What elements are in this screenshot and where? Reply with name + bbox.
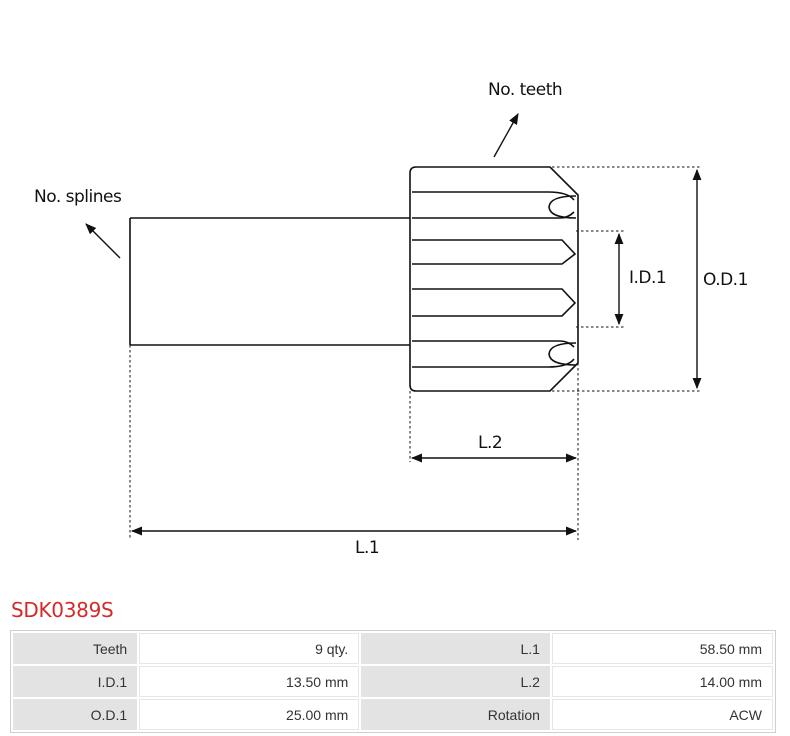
shaft [129, 217, 410, 346]
id-label: I.D.1 [629, 268, 667, 288]
od-label: O.D.1 [703, 270, 748, 290]
spec-value: 13.50 mm [139, 666, 360, 697]
gear-head [409, 166, 579, 392]
spec-label: L.2 [361, 666, 550, 697]
spec-value: 58.50 mm [551, 633, 773, 664]
teeth-pointer-arrow [493, 113, 519, 158]
splines-pointer-arrow [85, 223, 121, 259]
extension-lines [129, 166, 700, 540]
spec-row: O.D.1 25.00 mm Rotation ACW [13, 699, 773, 730]
spec-label: Teeth [13, 633, 138, 664]
splines-label: No. splines [34, 187, 122, 207]
spec-row: I.D.1 13.50 mm L.2 14.00 mm [13, 666, 773, 697]
l2-label: L.2 [478, 433, 503, 453]
spec-row: Teeth 9 qty. L.1 58.50 mm [13, 633, 773, 664]
pinion-diagram [85, 113, 702, 540]
spec-value: 9 qty. [139, 633, 360, 664]
teeth-label: No. teeth [488, 80, 563, 100]
spec-value: 14.00 mm [551, 666, 773, 697]
spec-table: Teeth 9 qty. L.1 58.50 mm I.D.1 13.50 mm… [10, 630, 776, 733]
dimension-arrows [85, 113, 702, 536]
product-code: SDK0389S [11, 598, 114, 622]
spec-label: O.D.1 [13, 699, 138, 730]
l1-label: L.1 [355, 538, 380, 558]
spec-label: L.1 [361, 633, 550, 664]
spec-label: I.D.1 [13, 666, 138, 697]
spec-value: ACW [551, 699, 773, 730]
spec-label: Rotation [361, 699, 550, 730]
spec-value: 25.00 mm [139, 699, 360, 730]
